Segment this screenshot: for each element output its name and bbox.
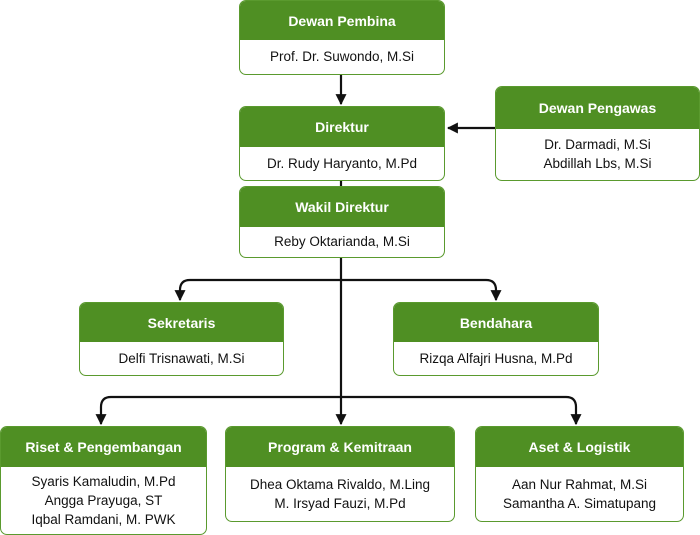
node-direktur: Direktur Dr. Rudy Haryanto, M.Pd: [239, 106, 445, 181]
member-name: Prof. Dr. Suwondo, M.Si: [269, 49, 415, 64]
node-title: Bendahara: [394, 303, 598, 342]
member-name: Abdillah Lbs, M.Si: [543, 156, 652, 171]
member-name: Dr. Darmadi, M.Si: [544, 137, 651, 152]
member-name: Delfi Trisnawati, M.Si: [118, 350, 245, 366]
line-to-riset: [95, 395, 341, 426]
node-bendahara: Bendahara Rizqa Alfajri Husna, M.Pd: [393, 302, 599, 376]
node-members: Syaris Kamaludin, M.Pd Angga Prayuga, ST…: [1, 467, 206, 533]
node-wakil-direktur: Wakil Direktur Reby Oktarianda, M.Si: [239, 186, 445, 258]
member-name: Samantha A. Simatupang: [502, 495, 657, 511]
member-name: Rizqa Alfajri Husna, M.Pd: [419, 350, 573, 366]
node-program-kemitraan: Program & Kemitraan Dhea Oktama Rivaldo,…: [225, 426, 455, 522]
node-sekretaris: Sekretaris Delfi Trisnawati, M.Si: [79, 302, 284, 376]
node-dewan-pengawas: Dewan Pengawas Dr. Darmadi, M.Si Abdilla…: [495, 86, 700, 181]
node-members: Dhea Oktama Rivaldo, M.Ling M. Irsyad Fa…: [226, 467, 454, 520]
line-to-aset: [341, 395, 582, 426]
node-members: Aan Nur Rahmat, M.Si Samantha A. Simatup…: [476, 467, 683, 520]
member-name: Angga Prayuga, ST: [44, 492, 163, 508]
line-to-sekretaris: [174, 278, 341, 302]
node-riset-pengembangan: Riset & Pengembangan Syaris Kamaludin, M…: [0, 426, 207, 535]
node-members: Delfi Trisnawati, M.Si: [80, 342, 283, 374]
node-title: Dewan Pembina: [240, 1, 444, 40]
member-name: Aan Nur Rahmat, M.Si: [511, 476, 648, 492]
node-members: Dr. Darmadi, M.Si Abdillah Lbs, M.Si: [496, 129, 699, 179]
node-title: Dewan Pengawas: [496, 87, 699, 129]
node-aset-logistik: Aset & Logistik Aan Nur Rahmat, M.Si Sam…: [475, 426, 684, 522]
node-members: Prof. Dr. Suwondo, M.Si: [240, 40, 444, 73]
node-title: Program & Kemitraan: [226, 427, 454, 467]
member-name: Syaris Kamaludin, M.Pd: [31, 473, 176, 489]
node-title: Wakil Direktur: [240, 187, 444, 227]
member-name: Iqbal Ramdani, M. PWK: [31, 511, 176, 527]
node-members: Dr. Rudy Haryanto, M.Pd: [240, 147, 444, 179]
line-to-bendahara: [341, 278, 502, 302]
member-name: Dr. Rudy Haryanto, M.Pd: [266, 155, 418, 171]
member-name: Dhea Oktama Rivaldo, M.Ling: [249, 476, 431, 492]
member-name: M. Irsyad Fauzi, M.Pd: [274, 495, 406, 511]
member-name: Reby Oktarianda, M.Si: [274, 234, 410, 249]
node-title: Sekretaris: [80, 303, 283, 342]
node-dewan-pembina: Dewan Pembina Prof. Dr. Suwondo, M.Si: [239, 0, 445, 75]
node-title: Direktur: [240, 107, 444, 147]
node-members: Reby Oktarianda, M.Si: [240, 227, 444, 256]
node-title: Aset & Logistik: [476, 427, 683, 467]
node-members: Rizqa Alfajri Husna, M.Pd: [394, 342, 598, 374]
node-title: Riset & Pengembangan: [1, 427, 206, 467]
